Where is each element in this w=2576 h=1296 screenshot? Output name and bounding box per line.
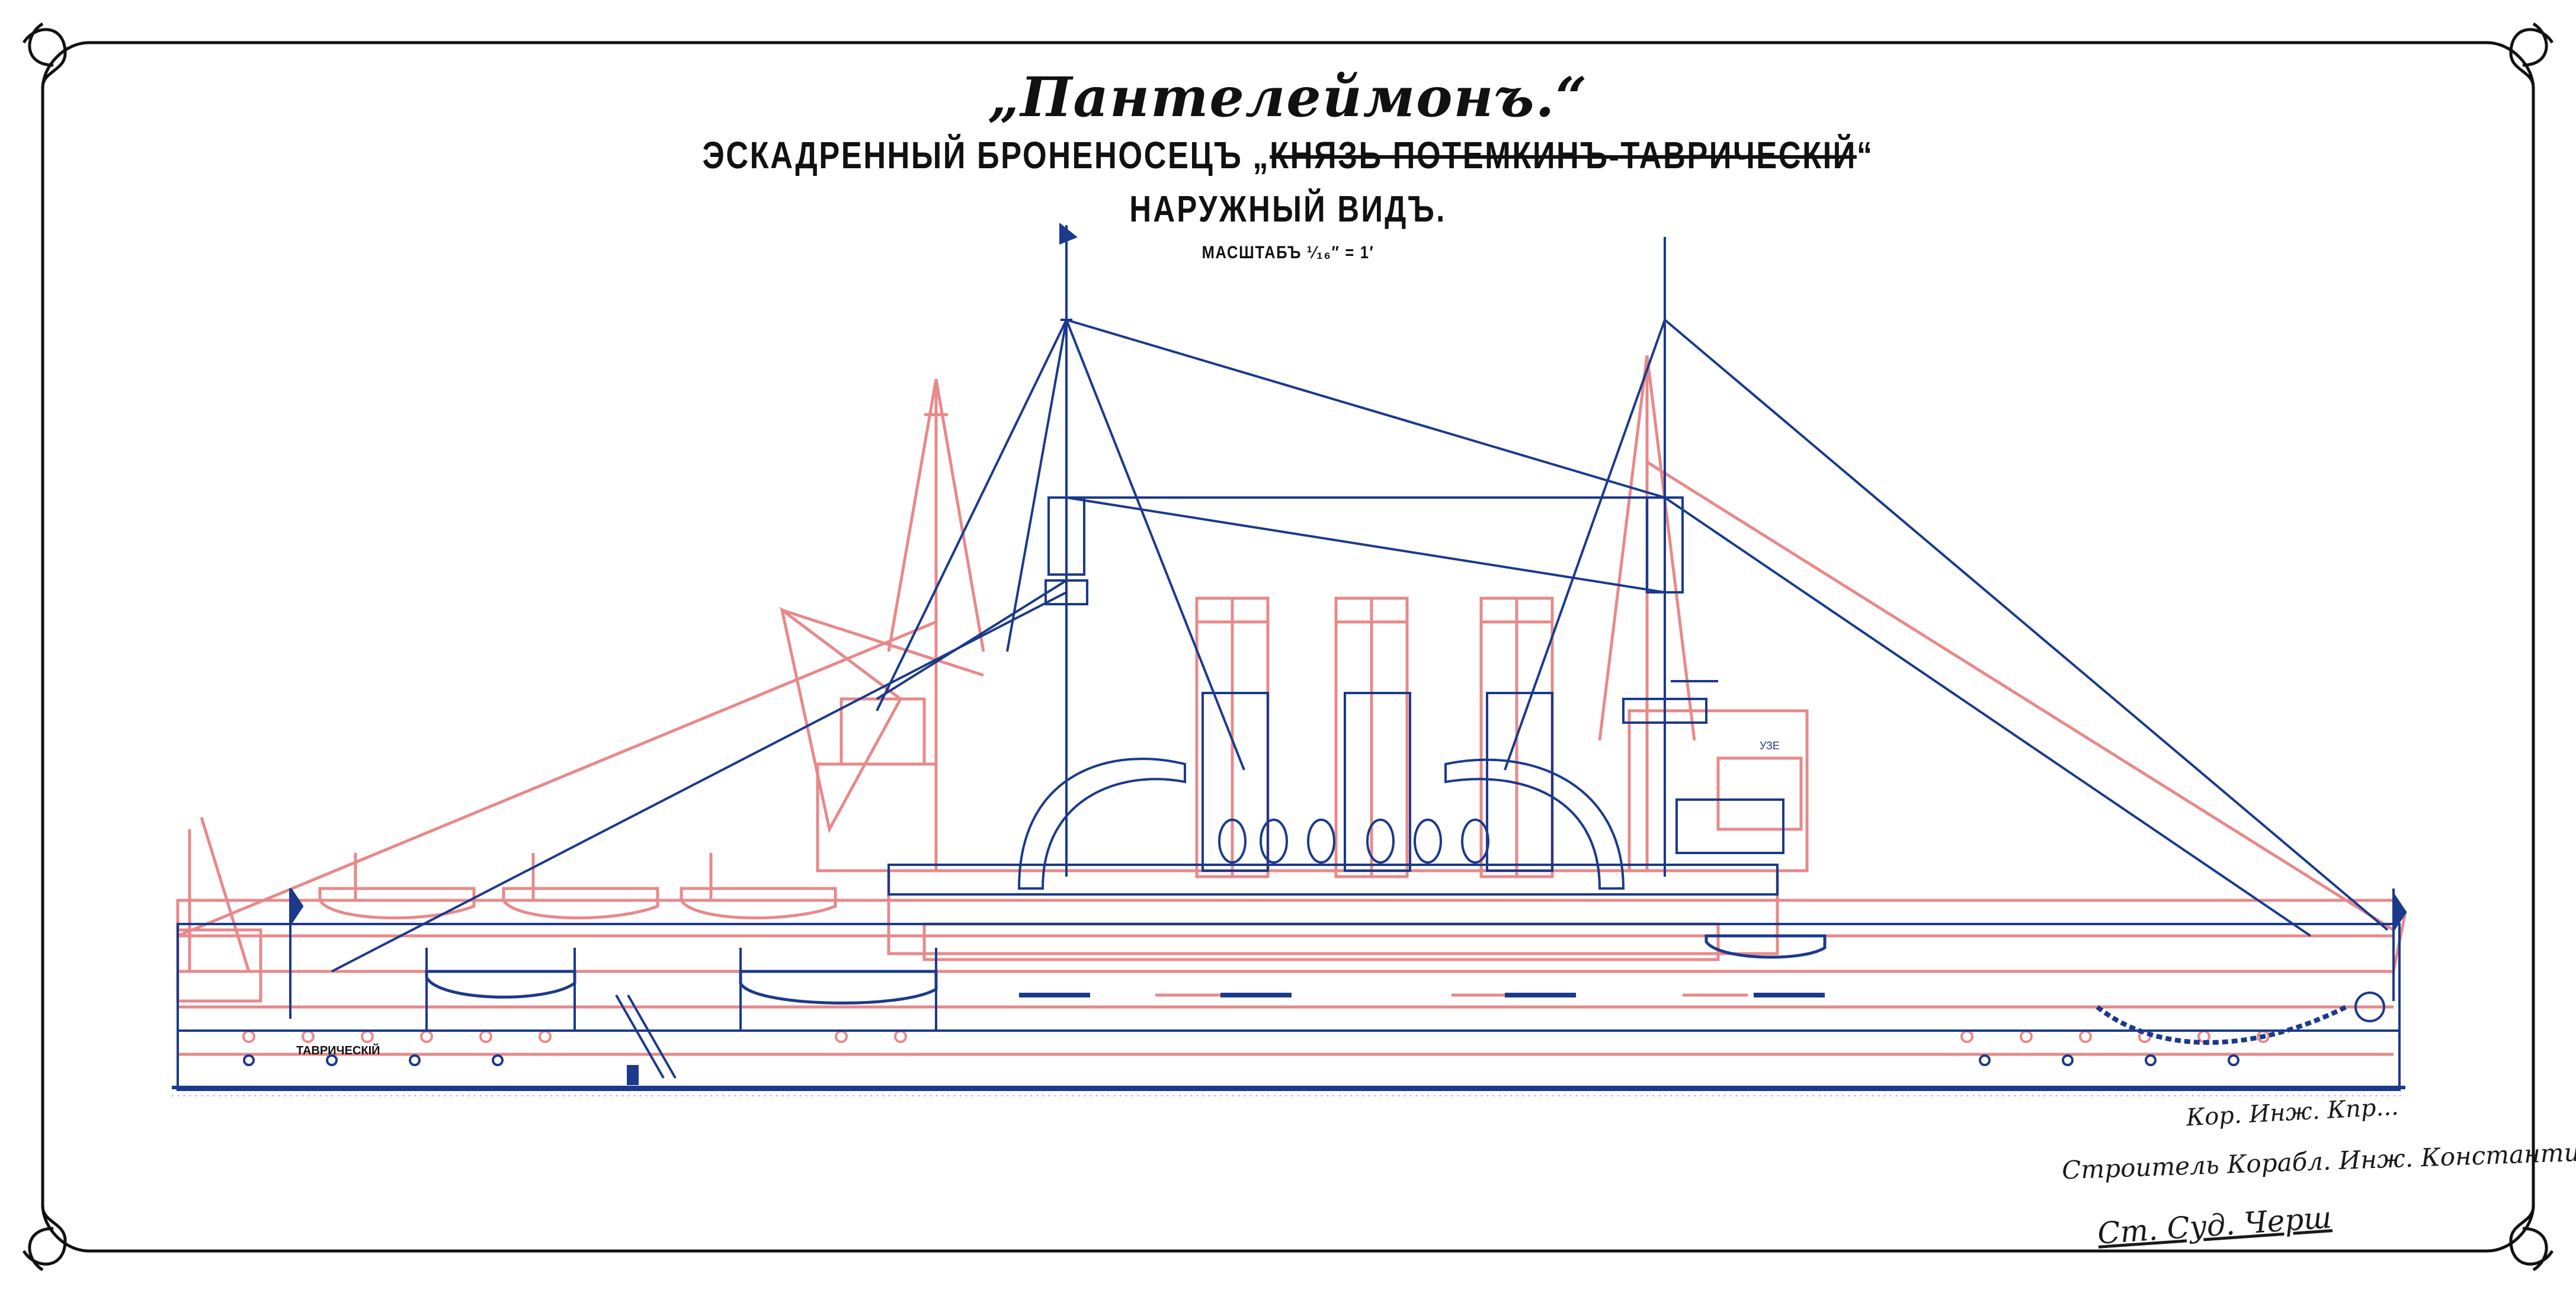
- blue-boat-aft-2: [739, 970, 938, 1005]
- red-boat-1: [318, 887, 476, 920]
- corner-ornament-bottom-left: [22, 1204, 89, 1272]
- subtitle-prefix: ЭСКАДРЕННЫЙ БРОНЕНОСЕЦЪ „: [702, 134, 1270, 177]
- scale-label: МАСШТАБЪ ¹⁄₁₆″ = 1′: [1202, 243, 1374, 262]
- blue-boat-fwd: [1704, 934, 1827, 959]
- hull-name-label: ТАВРИЧЕСКІЙ: [296, 1043, 380, 1057]
- stern-flag-text: УЗЕ: [1760, 740, 1780, 752]
- corner-ornament-bottom-right: [2487, 1204, 2554, 1272]
- view-title: НАРУЖНЫЙ ВИДЪ.: [1129, 189, 1447, 230]
- drawing-script-title: „Пантелеймонъ.“: [988, 65, 1588, 129]
- blue-boat-crane-fwd: [1017, 758, 1186, 890]
- red-boat-3: [680, 887, 837, 920]
- blue-modified-layer: [177, 222, 2407, 1091]
- blue-anchor-chain: [2096, 1005, 2347, 1045]
- blue-stay-1: [1066, 319, 1665, 499]
- blue-boat-crane-aft: [1444, 758, 1625, 890]
- blue-hull-outline: [177, 923, 2401, 1091]
- blue-funnel-1: [1202, 692, 1269, 872]
- blue-funnel-3: [1486, 692, 1553, 872]
- subtitle-struck-name: КНЯЗЬ ПОТЕМКИНЪ-ТАВРИЧЕСКІЙ: [1270, 134, 1857, 177]
- corner-ornament-top-right: [2487, 22, 2554, 89]
- corner-ornament-top-left: [22, 22, 89, 89]
- sheet-border: [22, 22, 2554, 1272]
- blue-funnel-2: [1344, 692, 1411, 872]
- drawing-subtitle: ЭСКАДРЕННЫЙ БРОНЕНОСЕЦЪ „КНЯЗЬ ПОТЕМКИНЪ…: [232, 133, 2344, 177]
- red-original-layer: [176, 355, 2407, 1056]
- blue-boat-aft-1: [425, 970, 576, 999]
- subtitle-suffix: “: [1856, 134, 1874, 177]
- red-boat-2: [502, 887, 659, 920]
